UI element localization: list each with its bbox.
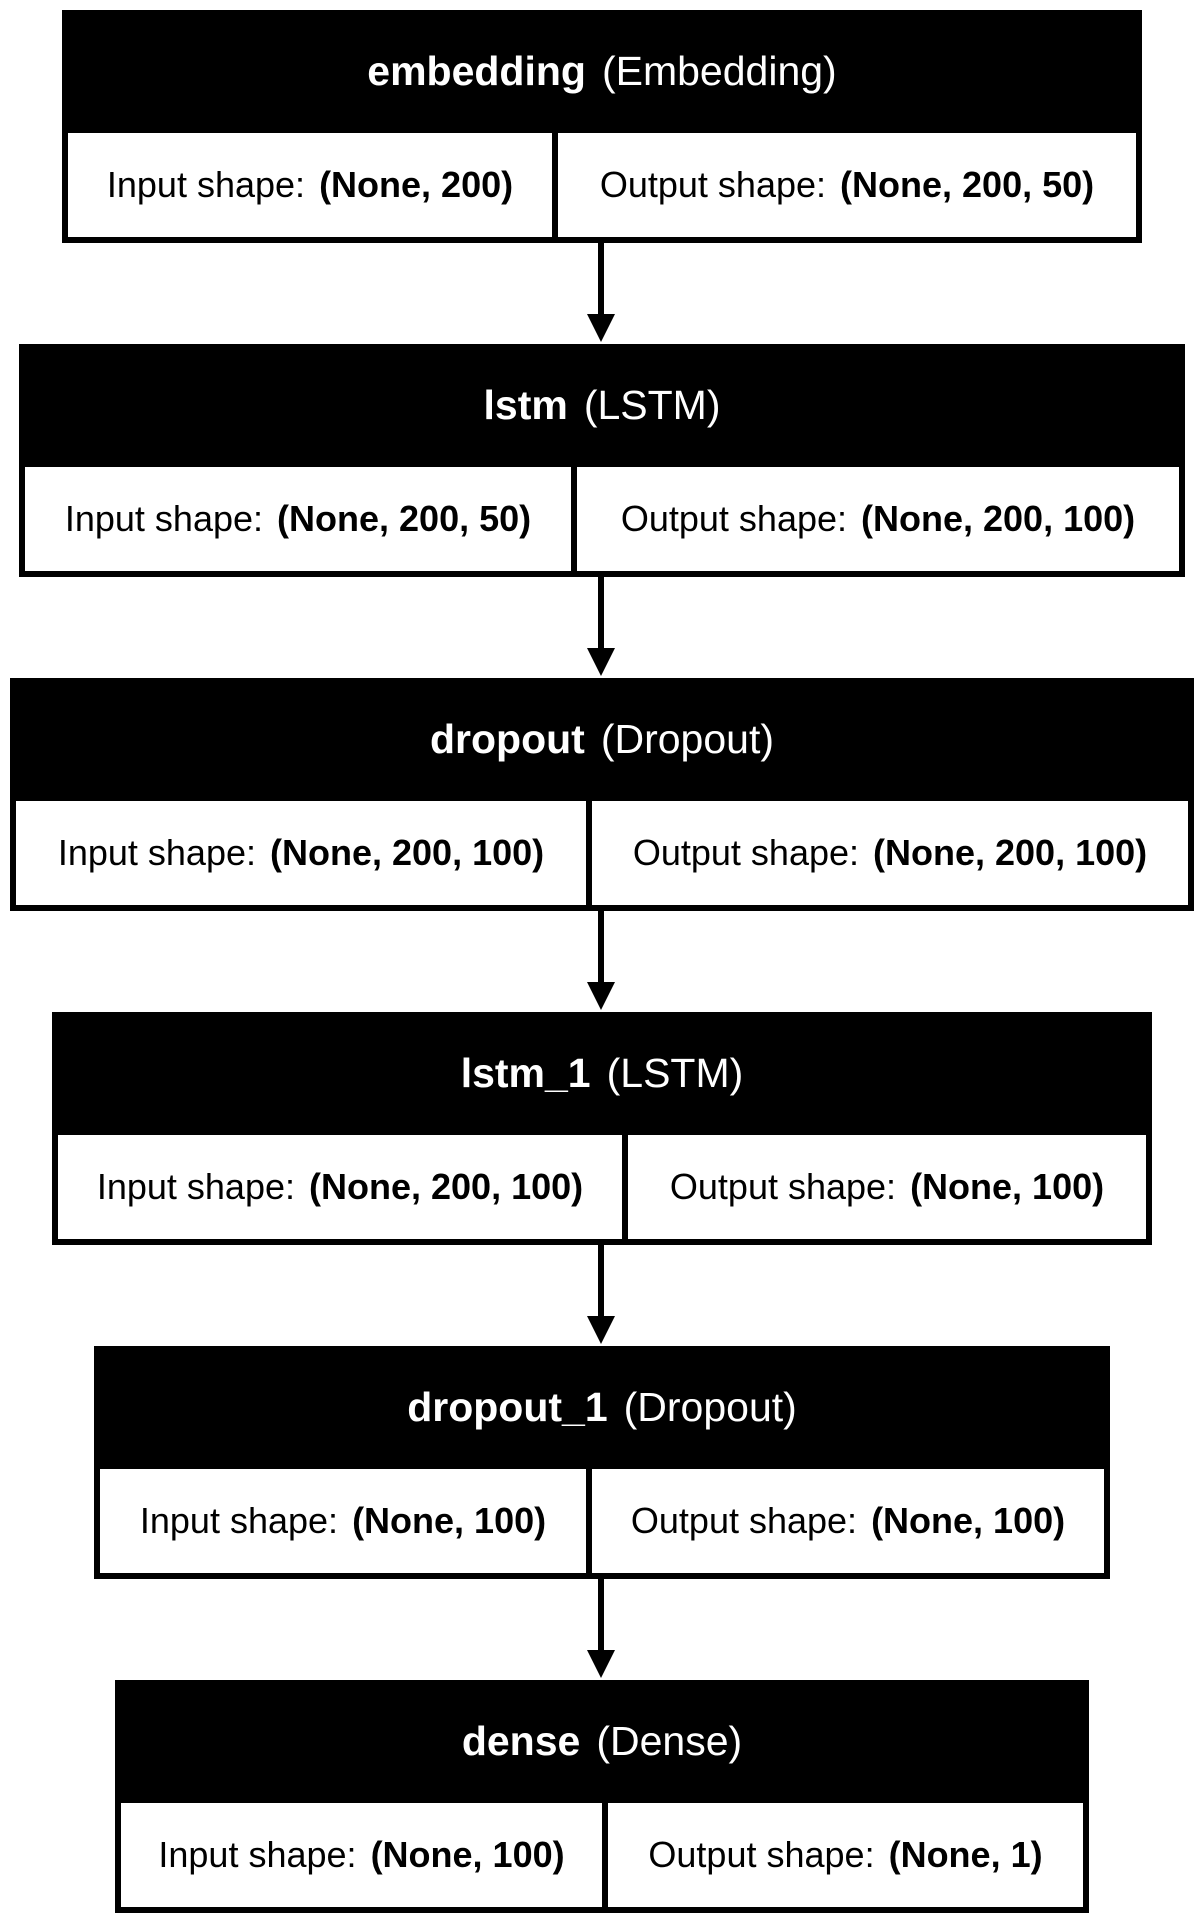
arrow-head-icon [587,1650,615,1678]
layer-header: embedding (Embedding) [62,10,1142,133]
input-shape-value: (None, 200, 50) [277,498,532,539]
input-shape-cell: Input shape: (None, 100) [121,1803,602,1907]
output-shape-label: Output shape: [669,1166,897,1207]
output-shape-cell: Output shape: (None, 200, 50) [558,133,1136,237]
connector-arrow-line [598,1245,604,1317]
layer-name: dropout_1 [407,1384,608,1430]
input-shape-cell: Input shape: (None, 200, 100) [16,801,586,905]
input-shape-cell: Input shape: (None, 100) [100,1469,586,1573]
layer-node-embedding: embedding (Embedding) Input shape: (None… [62,10,1142,243]
layer-header: dense (Dense) [115,1680,1089,1803]
input-shape-label: Input shape: [64,498,264,539]
output-shape-value: (None, 100) [910,1166,1105,1207]
layer-header: dropout (Dropout) [10,678,1194,801]
output-shape-value: (None, 200, 100) [873,832,1148,873]
layer-node-lstm-1: lstm_1 (LSTM) Input shape: (None, 200, 1… [52,1012,1152,1245]
connector-arrow-line [598,243,604,315]
shape-row: Input shape: (None, 200) Output shape: (… [68,133,1136,237]
arrow-head-icon [587,982,615,1010]
output-shape-label: Output shape: [632,832,860,873]
input-shape-value: (None, 100) [352,1500,547,1541]
layer-node-dropout-1: dropout_1 (Dropout) Input shape: (None, … [94,1346,1110,1579]
input-shape-value: (None, 100) [370,1834,565,1875]
connector-arrow-line [598,911,604,983]
input-shape-cell: Input shape: (None, 200) [68,133,552,237]
arrow-head-icon [587,648,615,676]
layer-name: dense [461,1718,581,1764]
layer-header: dropout_1 (Dropout) [94,1346,1110,1469]
input-shape-label: Input shape: [57,832,257,873]
layer-type: (Dropout) [623,1384,797,1430]
shape-row: Input shape: (None, 200, 100) Output sha… [58,1135,1146,1239]
layer-type: (Dense) [596,1718,743,1764]
output-shape-value: (None, 200, 50) [840,164,1095,205]
shape-row: Input shape: (None, 100) Output shape: (… [121,1803,1083,1907]
output-shape-cell: Output shape: (None, 1) [608,1803,1083,1907]
connector-arrow-line [598,1579,604,1651]
output-shape-value: (None, 1) [888,1834,1043,1875]
layer-type: (LSTM) [606,1050,744,1096]
layer-header: lstm_1 (LSTM) [52,1012,1152,1135]
output-shape-value: (None, 200, 100) [861,498,1136,539]
shape-row: Input shape: (None, 200, 50) Output shap… [25,467,1179,571]
output-shape-cell: Output shape: (None, 200, 100) [592,801,1188,905]
output-shape-value: (None, 100) [871,1500,1066,1541]
input-shape-cell: Input shape: (None, 200, 100) [58,1135,622,1239]
connector-arrow-line [598,577,604,649]
shape-row: Input shape: (None, 200, 100) Output sha… [16,801,1188,905]
layer-node-lstm: lstm (LSTM) Input shape: (None, 200, 50)… [19,344,1185,577]
layer-header: lstm (LSTM) [19,344,1185,467]
arrow-head-icon [587,314,615,342]
layer-node-dense: dense (Dense) Input shape: (None, 100) O… [115,1680,1089,1913]
layer-name: embedding [367,48,586,94]
input-shape-cell: Input shape: (None, 200, 50) [25,467,571,571]
input-shape-value: (None, 200, 100) [270,832,545,873]
output-shape-label: Output shape: [648,1834,875,1875]
input-shape-label: Input shape: [106,164,306,205]
layer-node-dropout: dropout (Dropout) Input shape: (None, 20… [10,678,1194,911]
output-shape-label: Output shape: [630,1500,858,1541]
input-shape-label: Input shape: [96,1166,296,1207]
output-shape-cell: Output shape: (None, 200, 100) [577,467,1179,571]
shape-row: Input shape: (None, 100) Output shape: (… [100,1469,1104,1573]
layer-type: (Embedding) [601,48,837,94]
output-shape-label: Output shape: [620,498,848,539]
output-shape-cell: Output shape: (None, 100) [628,1135,1146,1239]
layer-type: (LSTM) [583,382,721,428]
layer-name: lstm [483,382,568,428]
output-shape-label: Output shape: [599,164,827,205]
layer-name: dropout [429,716,585,762]
input-shape-value: (None, 200, 100) [309,1166,584,1207]
layer-name: lstm_1 [460,1050,591,1096]
layer-type: (Dropout) [600,716,774,762]
input-shape-label: Input shape: [158,1834,357,1875]
input-shape-label: Input shape: [139,1500,339,1541]
input-shape-value: (None, 200) [319,164,514,205]
arrow-head-icon [587,1316,615,1344]
output-shape-cell: Output shape: (None, 100) [592,1469,1104,1573]
